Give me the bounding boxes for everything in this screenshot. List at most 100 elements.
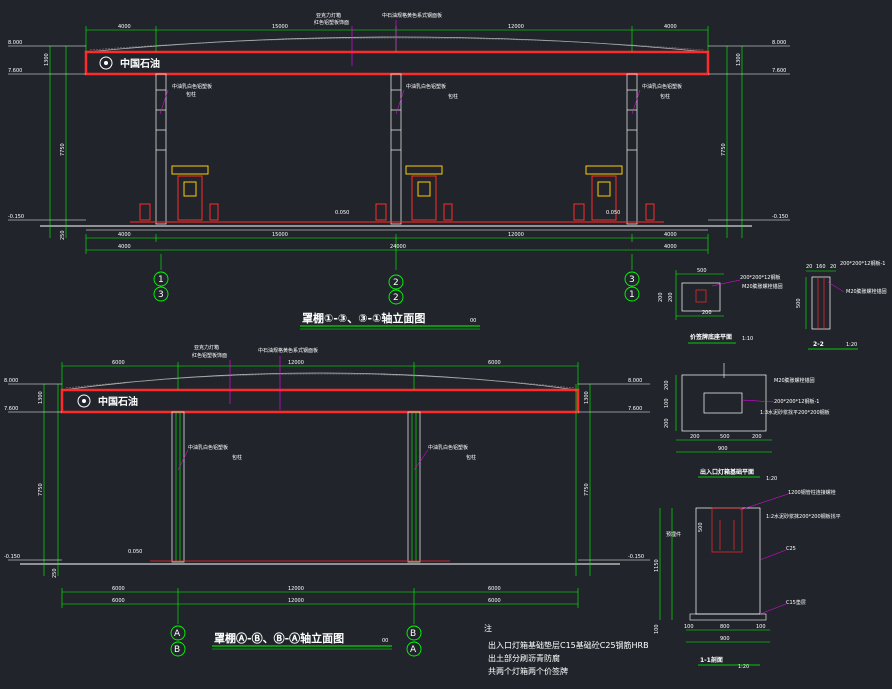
top-dim-b1-1: 4000	[118, 232, 131, 238]
bottom-level-right-1: 8.000	[628, 378, 642, 384]
bottom-vdim-1: 1300	[38, 391, 44, 404]
bottom-columns	[171, 411, 421, 563]
d22-dim-4: 500	[796, 298, 802, 308]
sign-dim-1: 500	[697, 268, 707, 274]
top-note-col2-1: 包柱	[186, 91, 196, 98]
bottom-dim-b1-3: 6000	[488, 586, 501, 592]
d11-dim-h3: 100	[756, 624, 766, 630]
lp-dim-total: 900	[718, 446, 728, 452]
top-vdim-1: 1300	[44, 53, 50, 66]
top-vdim-2: 7750	[60, 143, 66, 156]
lp-dim-v1: 200	[664, 380, 670, 390]
detail-light-plan: 200 500 200 900 200 100 200 M20膨胀螺栓锚固 20…	[664, 363, 830, 482]
top-dim-top-3: 12000	[508, 24, 524, 30]
top-dispensers	[139, 165, 655, 221]
bottom-axis-2a: B	[410, 629, 416, 639]
top-note-col2-3: 包柱	[660, 93, 670, 100]
top-dim-top-4: 4000	[664, 24, 677, 30]
top-dim-b2-3: 4000	[664, 244, 677, 250]
bottom-dim-b1-1: 6000	[112, 586, 125, 592]
top-small-level-1: 0.050	[335, 210, 349, 216]
d11-dim-v2: 1150	[654, 559, 660, 572]
d22-scale: 1:20	[846, 342, 857, 348]
top-dim-top-1: 4000	[118, 24, 131, 30]
d11-note-4: C15垫层	[786, 599, 806, 606]
bottom-level-right-2: 7.600	[628, 406, 642, 412]
top-level-right-2: 7.600	[772, 68, 786, 74]
d11-note-3: C25	[786, 546, 796, 552]
bottom-axis-1a: A	[174, 629, 181, 639]
lp-dim-h1: 200	[690, 434, 700, 440]
bottom-dim-b2-2: 12000	[288, 598, 304, 604]
lp-dim-v3: 200	[664, 418, 670, 428]
top-axis-bubbles	[153, 271, 640, 305]
top-elevation-title: 罩棚①-③、③-①轴立面图	[302, 311, 425, 325]
bottom-axis-1b: B	[174, 645, 180, 655]
remark-head: 注	[484, 623, 492, 633]
bottom-note-col-1: 中油乳白色铝塑板	[188, 444, 228, 451]
bottom-level-left-3: -0.150	[4, 554, 20, 560]
top-note-light: 亚克力灯箱	[316, 12, 341, 19]
sign-plan-scale: 1:10	[742, 336, 753, 342]
sign-dim-4: 200	[668, 292, 674, 302]
bottom-elevation-title-suffix: 00	[382, 638, 388, 644]
bottom-level-right-3: -0.150	[628, 554, 644, 560]
d22-note-2: M20膨胀螺栓锚固	[846, 288, 887, 295]
top-note-col-2: 中油乳白色铝塑板	[406, 83, 446, 90]
bottom-level-left-1: 8.000	[4, 378, 18, 384]
bottom-axis-bubbles	[170, 625, 422, 657]
d11-dim-h1: 100	[684, 624, 694, 630]
bottom-dim-top-2: 12000	[288, 360, 304, 366]
top-small-level-2: 0.050	[606, 210, 620, 216]
top-vdim-3: 250	[60, 230, 66, 240]
bottom-note-col-2: 中油乳白色铝塑板	[428, 444, 468, 451]
lp-note-2: 200*200*12钢板-1	[774, 398, 819, 405]
d11-title: 1-1剖面	[700, 656, 723, 664]
bottom-dim-top-1: 6000	[112, 360, 125, 366]
lp-dim-h3: 200	[752, 434, 762, 440]
top-fascia	[84, 50, 710, 76]
top-axis-2a: 2	[393, 278, 399, 288]
top-level-left-2: 7.600	[8, 68, 22, 74]
top-axis-1b: 3	[158, 290, 164, 300]
d11-dim-total: 900	[720, 636, 730, 642]
top-level-right-1: 8.000	[772, 40, 786, 46]
lp-dim-h2: 500	[720, 434, 730, 440]
sign-dim-3: 200	[658, 292, 664, 302]
bottom-note-light2: 红色铝塑板饰面	[192, 352, 227, 359]
bottom-note-col2-2: 包柱	[466, 454, 476, 461]
top-axis-3b: 1	[629, 290, 635, 300]
top-dim-b1-4: 4000	[664, 232, 677, 238]
top-note-light2: 红色铝塑板饰面	[314, 19, 349, 26]
top-axis-2b: 2	[393, 293, 399, 303]
bottom-logo-text: 中国石油	[98, 395, 138, 408]
bottom-vdim-r2: 7750	[584, 483, 590, 496]
top-axis-1a: 1	[158, 275, 164, 285]
bottom-level-left-2: 7.600	[4, 406, 18, 412]
d22-dim-2: 160	[816, 264, 826, 270]
d11-note-2: 1:2水泥砂浆抹200*200钢板找平	[766, 513, 841, 520]
bottom-dim-b2-1: 6000	[112, 598, 125, 604]
top-logo-text: 中国石油	[120, 57, 160, 70]
d11-scale: 1:20	[738, 664, 749, 670]
top-level-left-1: 8.000	[8, 40, 22, 46]
bottom-axis-2b: A	[410, 645, 417, 655]
top-note-col-1: 中油乳白色铝塑板	[172, 83, 212, 90]
top-logo: 中国石油	[99, 56, 160, 70]
lp-scale: 1:20	[766, 476, 777, 482]
bottom-vdim-3: 250	[52, 568, 58, 578]
top-dim-b2-1: 4000	[118, 244, 131, 250]
d11-dim-v3: 100	[654, 624, 660, 634]
lp-note-3: 1:3水泥砂浆找平200*200钢板	[760, 409, 830, 416]
top-note-top: 中石油规格黄色系式钢面板	[382, 12, 442, 19]
bottom-vdim-r1: 1300	[584, 391, 590, 404]
sign-note-1: 200*200*12钢板	[740, 274, 780, 281]
top-axis-3a: 3	[629, 275, 635, 285]
sign-note-2: M20膨胀螺栓锚固	[742, 283, 783, 290]
d11-side-label: 预埋件	[666, 531, 681, 538]
top-note-col-3: 中油乳白色铝塑板	[642, 83, 682, 90]
d11-dim-v1: 500	[698, 522, 704, 532]
sign-plan-title: 价签牌底座平面	[690, 333, 732, 341]
top-canopy-roof	[85, 36, 709, 53]
